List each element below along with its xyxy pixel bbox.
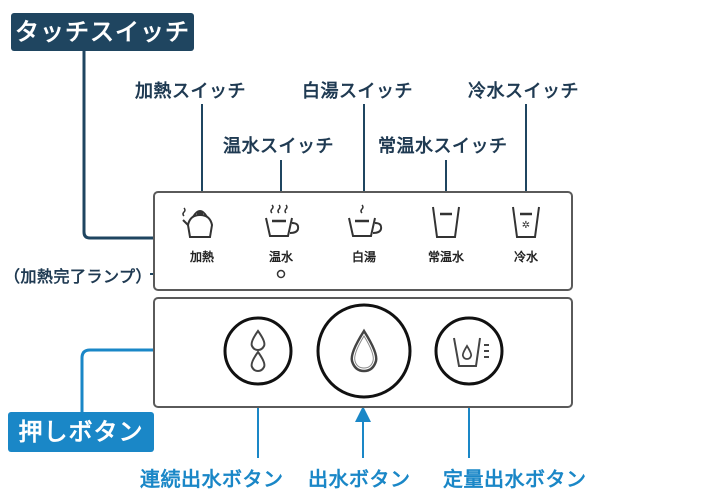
drop-icon — [316, 303, 412, 399]
measured-button-callout: 定量出水ボタン — [443, 467, 587, 491]
warm-switch[interactable] — [262, 203, 302, 243]
continuous-dispense-button[interactable] — [223, 316, 293, 390]
push-button-badge: 押しボタン — [8, 412, 154, 452]
touch-switch-badge: タッチスイッチ — [11, 13, 194, 51]
measured-glass-icon — [434, 316, 504, 386]
plain-hot-switch-label: 白湯 — [351, 250, 377, 264]
cold-switch[interactable]: ✲ — [510, 205, 542, 243]
lamp-circle-icon — [276, 269, 286, 279]
plain-hot-switch-callout: 白湯スイッチ — [302, 81, 413, 102]
warm-cup-icon — [265, 204, 300, 237]
heat-switch-callout: 加熱スイッチ — [135, 81, 246, 102]
heat-switch-label: 加熱 — [189, 250, 215, 264]
kettle-icon — [182, 207, 214, 238]
dispense-button-callout: 出水ボタン — [308, 467, 411, 491]
warm-switch-label: 温水 — [268, 250, 294, 264]
room-temp-switch-label: 常温水 — [427, 250, 465, 264]
double-drop-icon — [223, 316, 293, 386]
heat-switch[interactable] — [180, 203, 220, 243]
push-badge-leader — [80, 348, 153, 412]
plain-hot-switch[interactable] — [345, 203, 385, 243]
plain-hot-cup-icon — [348, 204, 383, 237]
room-temp-glass-icon — [432, 206, 460, 238]
room-temp-switch[interactable] — [430, 205, 462, 243]
measured-dispense-button[interactable] — [434, 316, 504, 390]
cold-switch-label: 冷水 — [513, 250, 539, 264]
warm-switch-callout: 温水スイッチ — [223, 136, 334, 157]
svg-text:✲: ✲ — [522, 220, 530, 231]
dispense-button[interactable] — [316, 303, 412, 403]
cold-glass-icon: ✲ — [512, 206, 540, 238]
heating-lamp-label: （加熱完了ランプ） — [4, 267, 153, 286]
continuous-button-callout: 連続出水ボタン — [140, 467, 284, 491]
room-temp-switch-callout: 常温水スイッチ — [378, 136, 508, 157]
cold-switch-callout: 冷水スイッチ — [468, 81, 579, 102]
touch-badge-leader — [82, 51, 153, 240]
